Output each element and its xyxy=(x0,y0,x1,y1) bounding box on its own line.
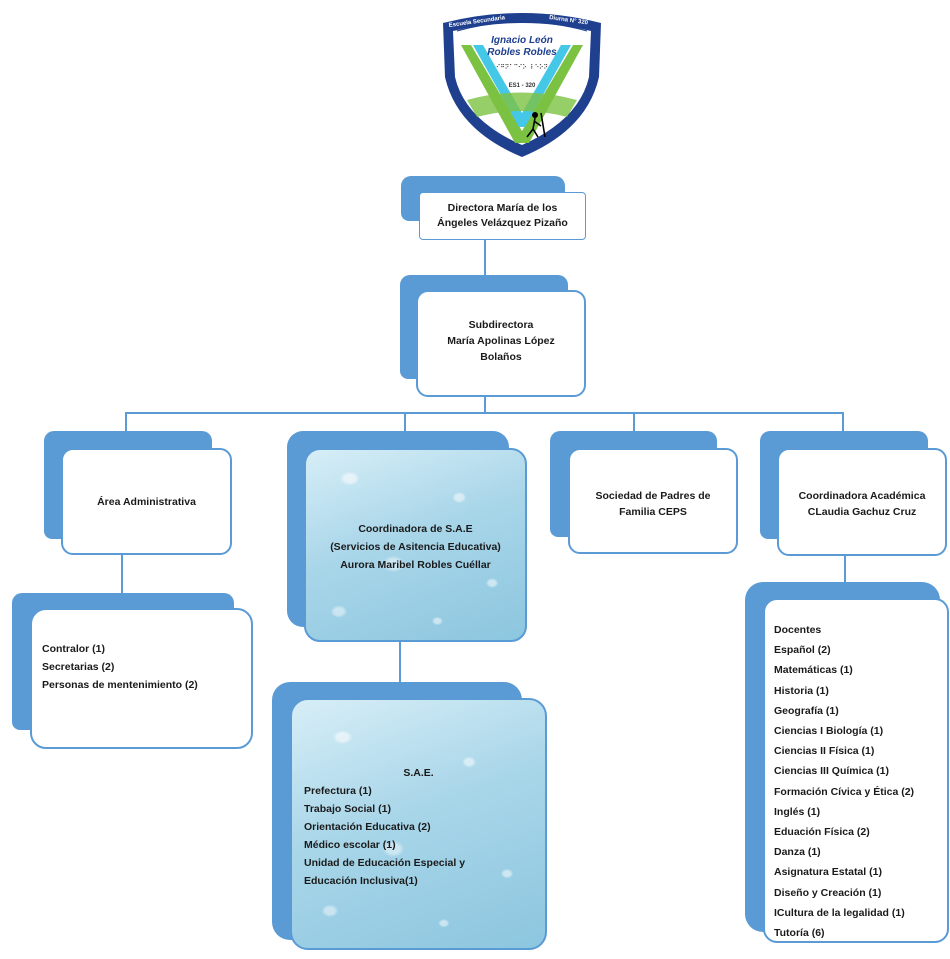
sae-item: Educación Inclusiva(1) xyxy=(304,875,418,887)
connector-sub-bus xyxy=(484,397,486,413)
sae-item: Médico escolar (1) xyxy=(304,839,396,851)
connector-bus xyxy=(125,412,843,414)
sae-coord-line1: Coordinadora de S.A.E xyxy=(358,523,473,535)
teachers-item: Geografía (1) xyxy=(774,704,839,717)
sae-coord-box: Coordinadora de S.A.E (Servicios de Asit… xyxy=(304,448,527,642)
connector-admin-staff xyxy=(121,555,123,593)
logo-name-line1: Ignacio León xyxy=(491,35,553,46)
sae-title: S.A.E. xyxy=(403,767,434,779)
connector-bus-academic xyxy=(842,412,844,432)
teachers-item: Inglés (1) xyxy=(774,805,821,818)
sae-item: Prefectura (1) xyxy=(304,785,372,797)
teachers-item: Formación Cívica y Ética (2) xyxy=(774,785,915,798)
connector-bus-parents xyxy=(633,412,635,432)
director-box: Directora María de los Ángeles Velázquez… xyxy=(419,192,586,240)
admin-title: Área Administrativa xyxy=(97,496,196,508)
connector-bus-admin xyxy=(125,412,127,432)
director-line1: Directora María de los xyxy=(447,202,558,214)
parents-box: Sociedad de Padres de Familia CEPS xyxy=(568,448,738,554)
teachers-item: Ciencias II Física (1) xyxy=(774,745,875,758)
subdirector-line1: Subdirectora xyxy=(468,319,534,331)
logo-arc-right: Diurna N° 320 xyxy=(549,15,589,26)
sae-coord-line2: (Servicios de Asitencia Educativa) xyxy=(330,541,501,553)
teachers-item: Español (2) xyxy=(774,644,831,657)
admin-staff-item: Personas de mentenimiento (2) xyxy=(42,679,198,691)
sae-item: Orientación Educativa (2) xyxy=(304,821,431,833)
school-shield-icon: Escuela Secundaria Diurna N° 320 Ignacio… xyxy=(443,13,601,157)
connector-sae-coord-sae xyxy=(399,642,401,682)
teachers-item: ICultura de la legalidad (1) xyxy=(774,906,905,919)
teachers-item: Tutoría (6) xyxy=(774,927,825,940)
logo-code: ES1 - 320 xyxy=(509,83,536,89)
sae-box: S.A.E. Prefectura (1) Trabajo Social (1)… xyxy=(290,698,547,950)
subdirector-line2: María Apolinas López xyxy=(447,335,555,347)
parents-line2: Familia CEPS xyxy=(619,506,687,518)
connector-academic-teachers xyxy=(844,556,846,582)
teachers-item: Danza (1) xyxy=(774,846,821,859)
academic-box: Coordinadora Académica CLaudia Gachuz Cr… xyxy=(777,448,947,556)
teachers-item: Docentes xyxy=(774,624,822,636)
subdirector-line3: Bolaños xyxy=(480,351,522,363)
sae-item: Trabajo Social (1) xyxy=(304,803,391,815)
teachers-item: Matemáticas (1) xyxy=(774,664,853,677)
connector-director-sub xyxy=(484,240,486,277)
admin-staff-box: Contralor (1) Secretarias (2) Personas d… xyxy=(30,608,253,749)
teachers-item: Diseño y Creación (1) xyxy=(774,886,882,899)
sae-coord-line3: Aurora Maribel Robles Cuéllar xyxy=(340,559,491,571)
teachers-item: Eduación Física (2) xyxy=(774,826,870,839)
academic-line2: CLaudia Gachuz Cruz xyxy=(807,506,917,518)
admin-staff-item: Contralor (1) xyxy=(42,643,105,655)
logo-braille: ⠊⠛⠝⠁⠉⠊⠕ ⠇⠑⠕⠝ xyxy=(496,64,548,71)
teachers-item: Ciencias I Biología (1) xyxy=(774,725,884,738)
admin-box: Área Administrativa xyxy=(61,448,232,555)
admin-staff-item: Secretarias (2) xyxy=(42,661,115,673)
subdirector-box: Subdirectora María Apolinas López Bolaño… xyxy=(416,290,586,397)
teachers-item: Ciencias III Química (1) xyxy=(774,765,889,778)
director-line2: Ángeles Velázquez Pizaño xyxy=(437,217,568,229)
teachers-item: Historia (1) xyxy=(774,684,829,697)
academic-line1: Coordinadora Académica xyxy=(798,490,926,502)
parents-line1: Sociedad de Padres de xyxy=(595,490,711,502)
teachers-box: Docentes Español (2) Matemáticas (1) His… xyxy=(763,598,949,943)
school-logo: Escuela Secundaria Diurna N° 320 Ignacio… xyxy=(437,5,607,160)
connector-bus-sae xyxy=(404,412,406,432)
sae-item: Unidad de Educación Especial y xyxy=(304,857,466,869)
teachers-item: Asignatura Estatal (1) xyxy=(774,866,882,879)
logo-name-line2: Robles Robles xyxy=(487,47,557,58)
